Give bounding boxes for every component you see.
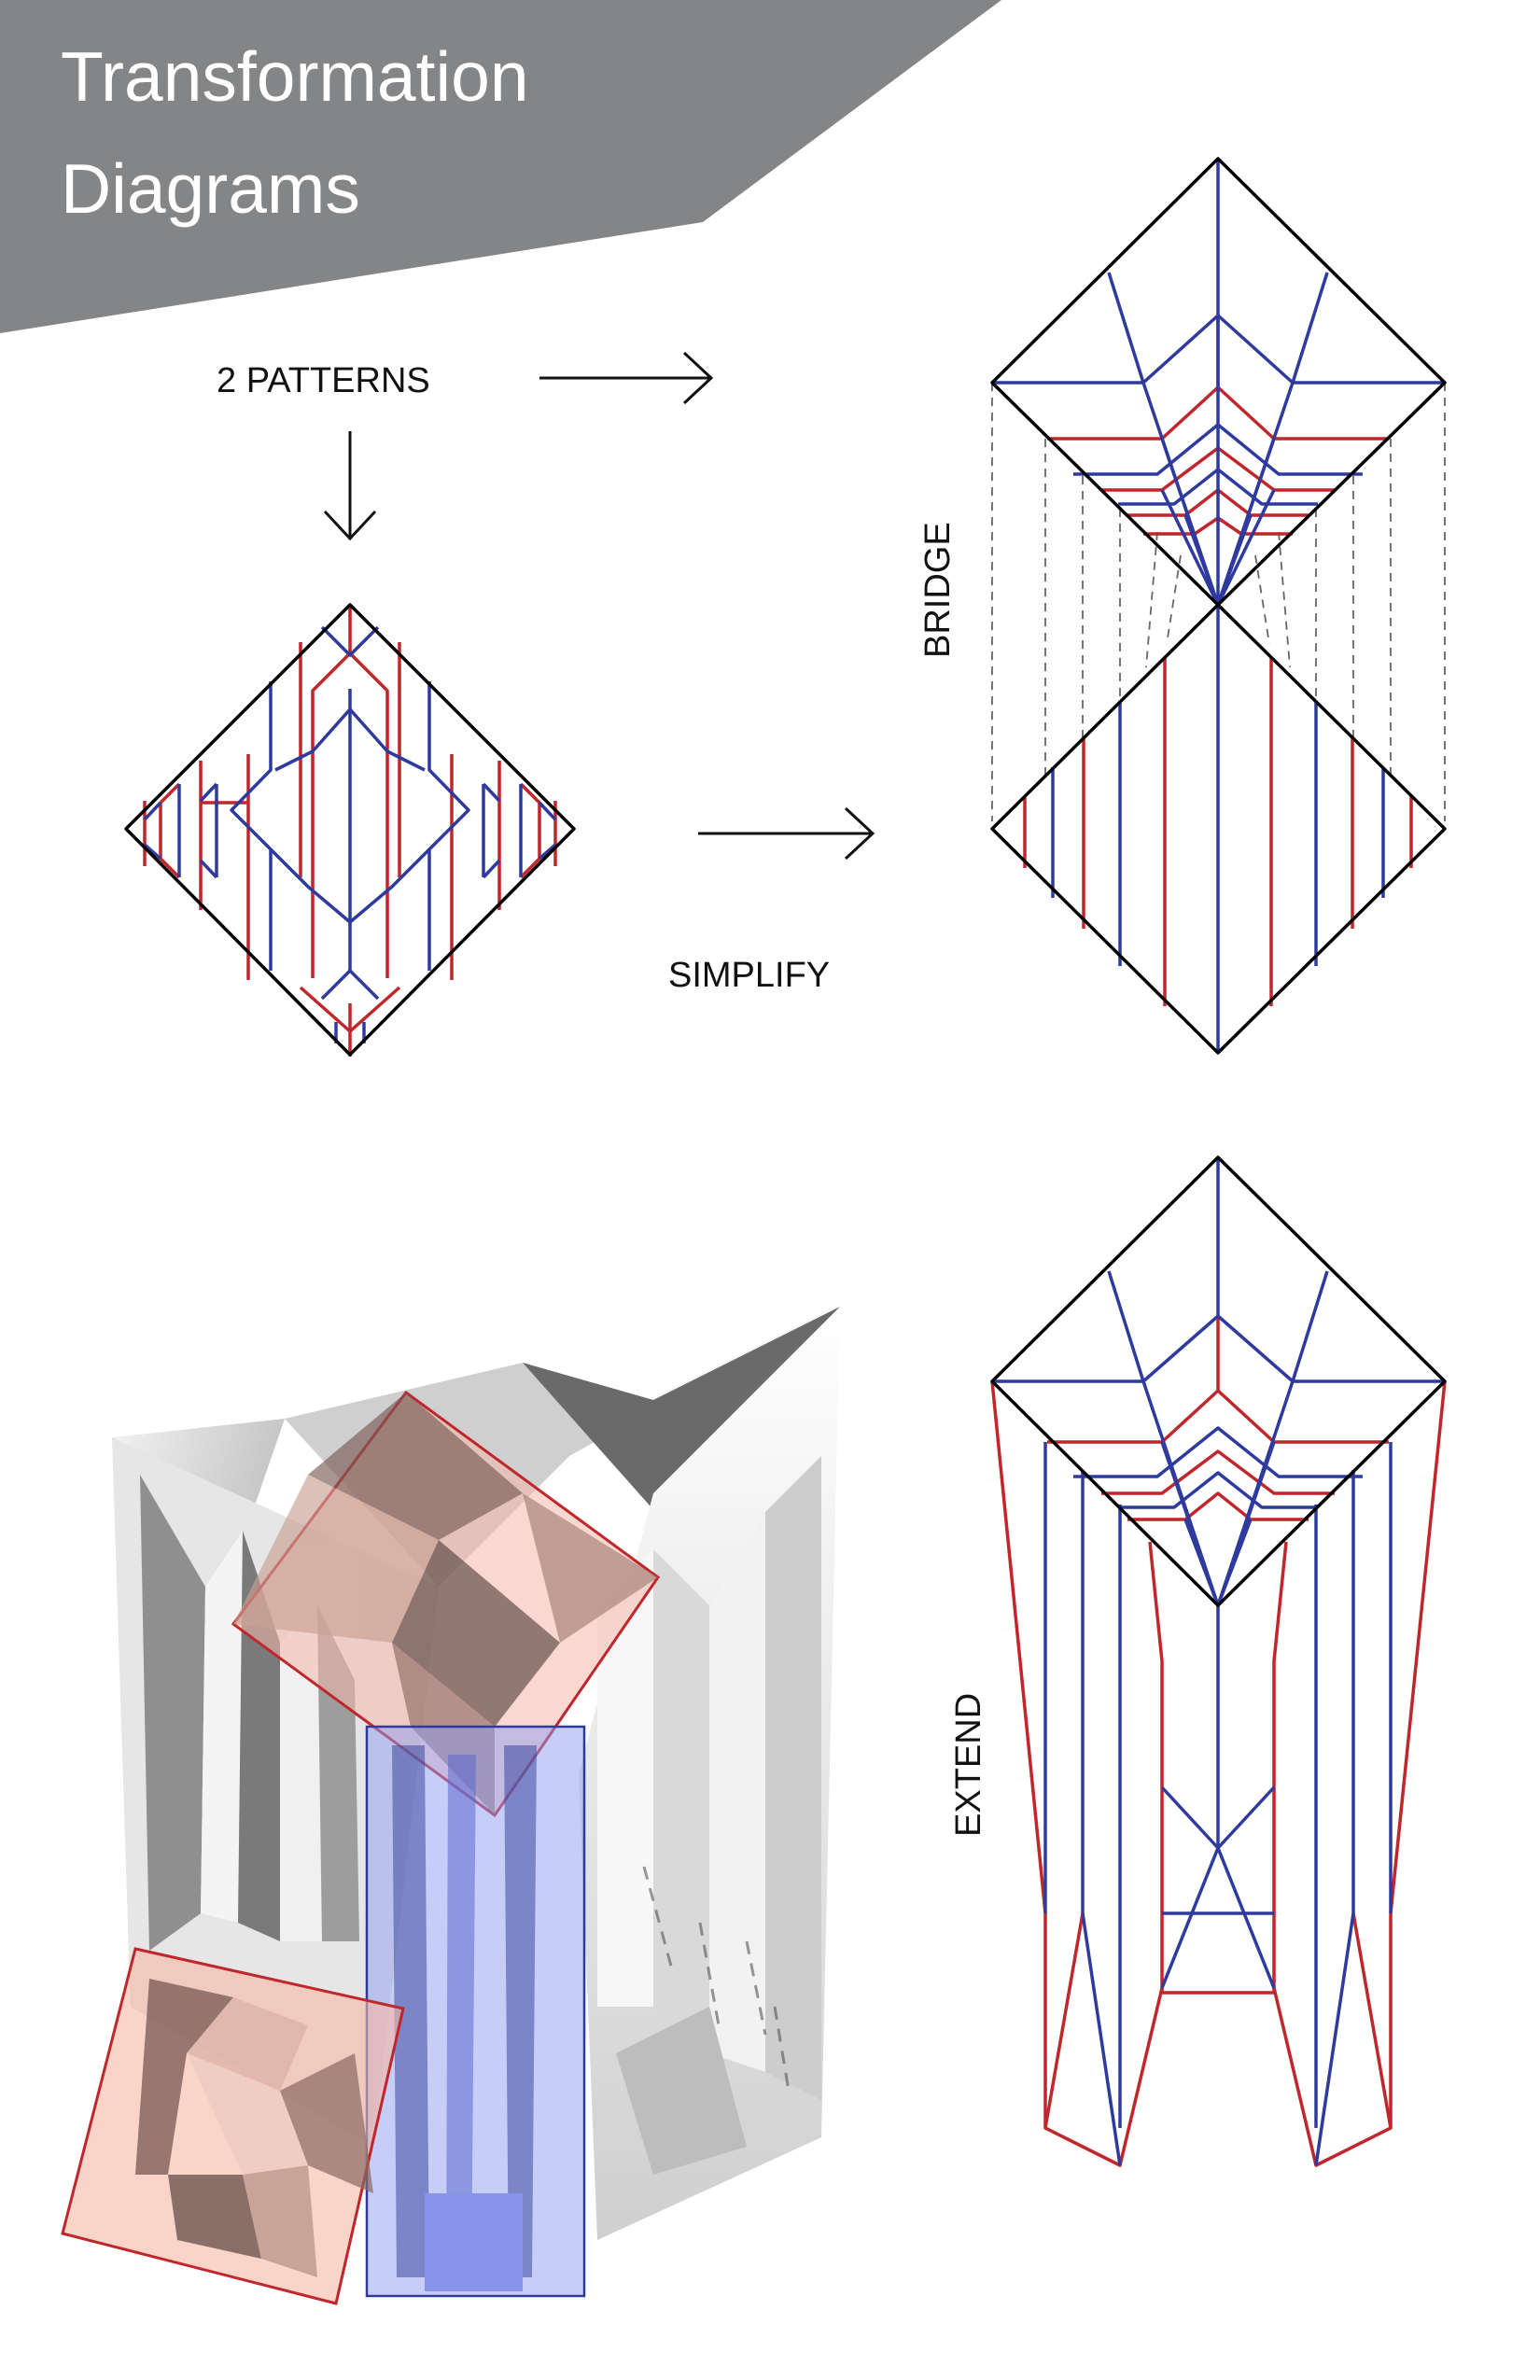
bridge-bottom-outline — [990, 603, 1447, 1055]
pattern-diagram — [124, 603, 576, 1057]
bridge-bottom-blue — [1051, 605, 1385, 1053]
title-line-1: Transformation — [61, 37, 529, 116]
blue-strip-folds — [392, 1745, 537, 2291]
title-band: Transformation Diagrams — [0, 0, 1001, 333]
label-simplify: SIMPLIFY — [668, 956, 830, 995]
label-2-patterns: 2 PATTERNS — [217, 361, 430, 400]
red-creases — [143, 605, 557, 1057]
arrow-right-top — [539, 351, 714, 405]
extend-top-outline — [990, 1155, 1447, 1607]
extend-top-red — [1047, 1316, 1389, 1521]
arrow-down — [323, 431, 377, 541]
bottom-square-folds — [135, 1979, 373, 2277]
label-bridge: BRIDGE — [918, 522, 958, 658]
bridge-bottom-red — [1023, 658, 1413, 1006]
bridge-diagram — [990, 157, 1447, 1055]
arrow-right-middle — [698, 806, 875, 861]
extend-legs-blue — [1043, 1442, 1393, 2166]
projection-dashes — [991, 383, 1446, 821]
top-diamond-folds — [233, 1393, 658, 1815]
hidden-edges — [642, 1866, 791, 2092]
pattern-outline — [124, 603, 576, 1057]
right-folds — [597, 1456, 821, 2175]
title-line-2: Diagrams — [61, 149, 360, 228]
paper-dark-peak — [523, 1307, 840, 1531]
folded-model-render — [61, 1307, 840, 2305]
extend-diagram — [990, 1155, 1447, 2167]
bridge-top-blue — [992, 159, 1445, 607]
blue-creases — [143, 625, 557, 1043]
title-band-shape — [0, 0, 1001, 333]
label-extend: EXTEND — [949, 1693, 988, 1837]
